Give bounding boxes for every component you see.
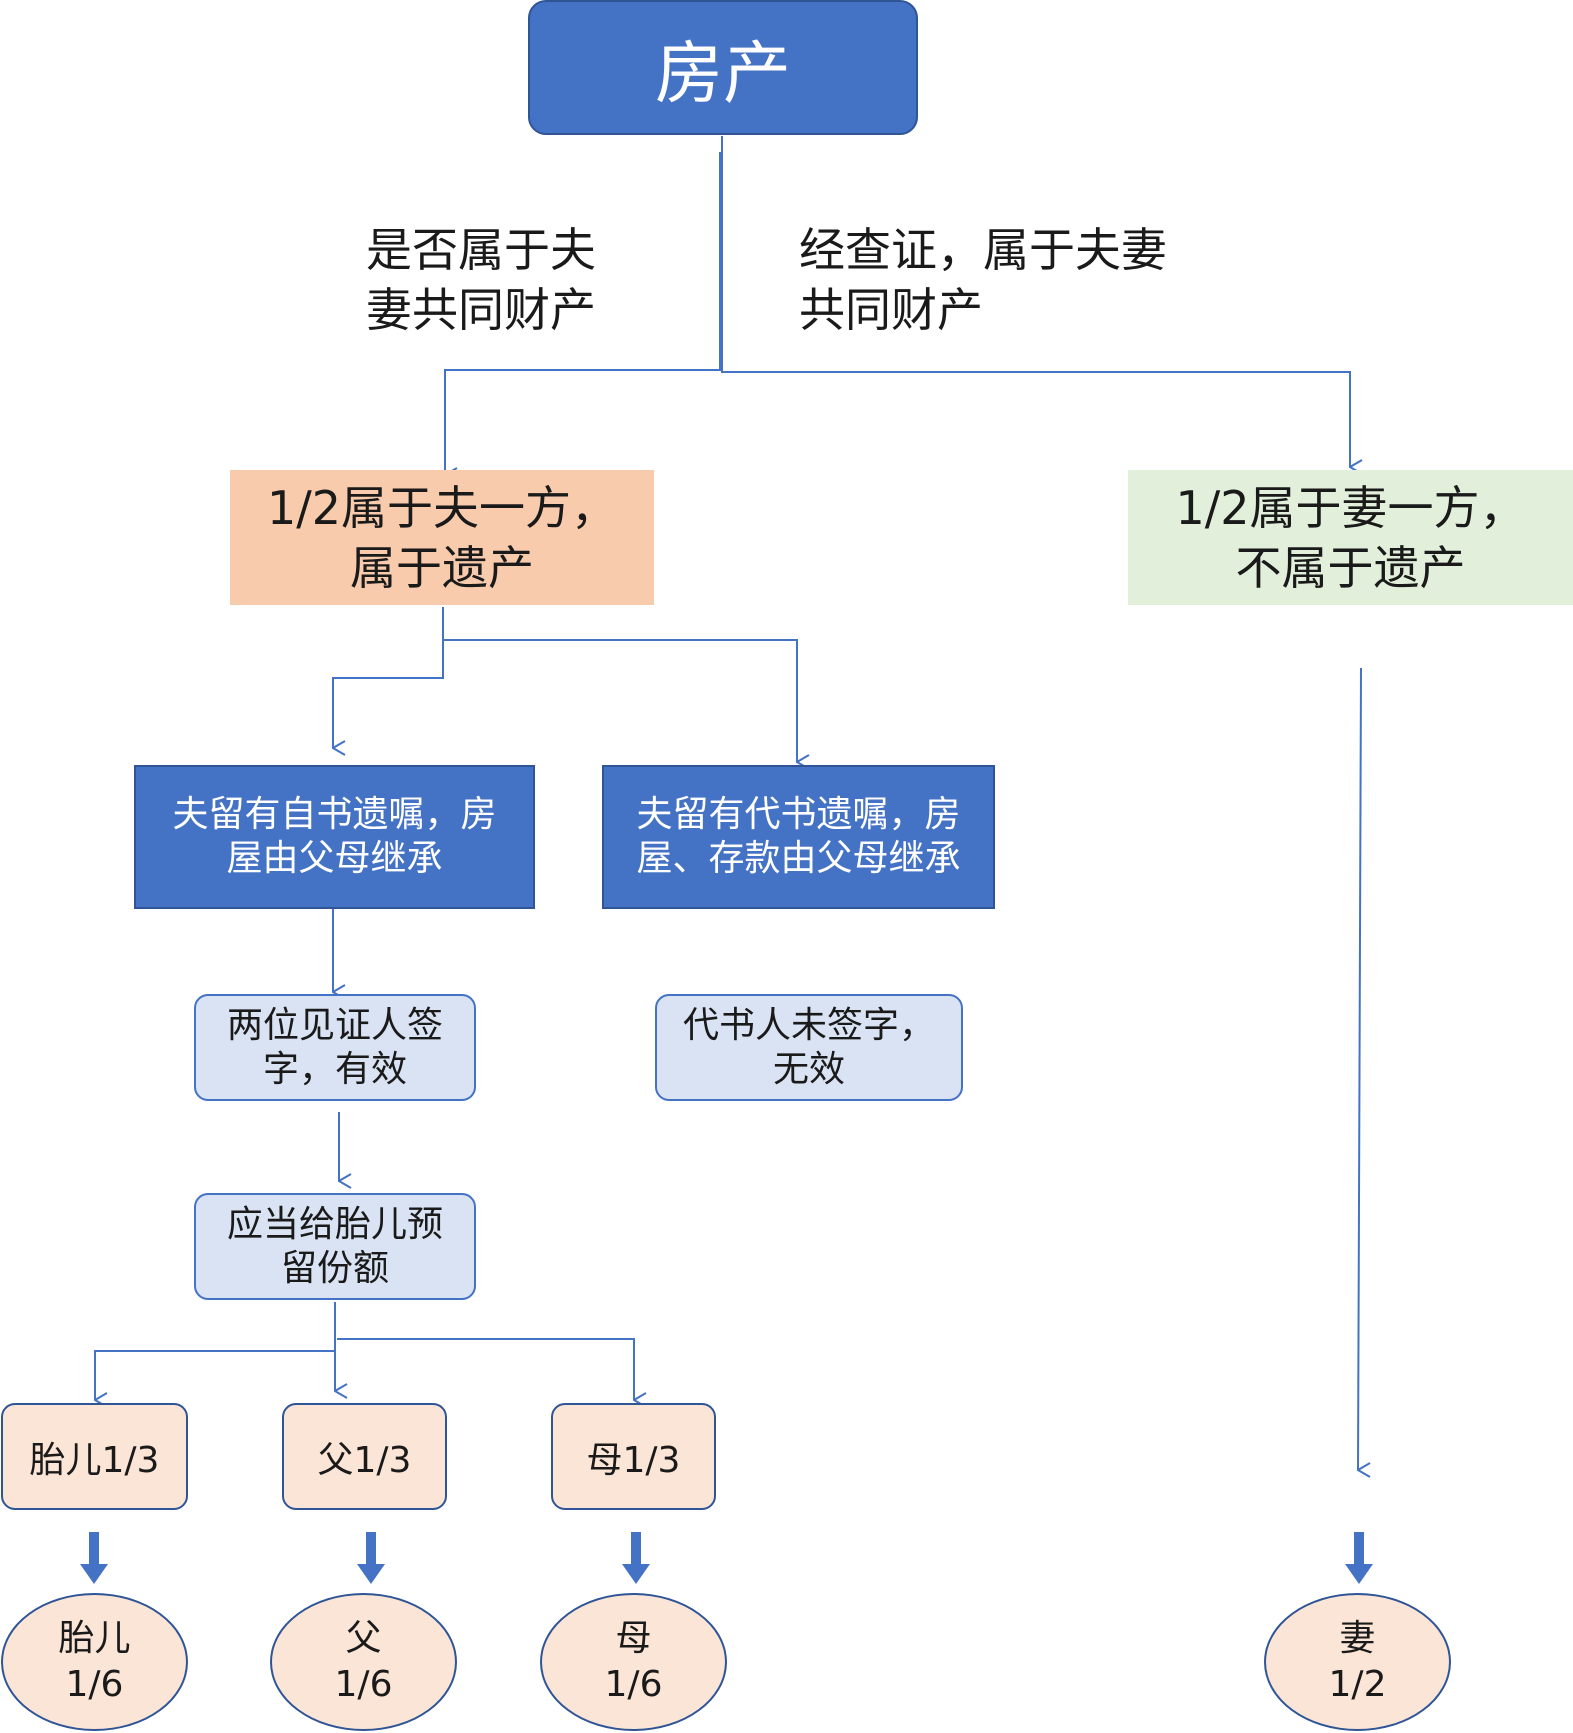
node-fetus-final: 胎儿 1/6: [1, 1593, 188, 1731]
edge-husband-half-to-self-will: [332, 607, 444, 748]
edge-reserve-to-mother-third: [337, 1338, 634, 1400]
node-husband-half: 1/2属于夫一方， 属于遗产: [230, 470, 654, 605]
node-fetus-third: 胎儿1/3: [1, 1403, 188, 1510]
node-self-written-will: 夫留有自书遗嘱，房 屋由父母继承: [134, 765, 535, 909]
block-arrow-fetus: [80, 1532, 108, 1584]
node-mother-third: 母1/3: [551, 1403, 716, 1510]
block-arrow-wife: [1345, 1532, 1373, 1584]
node-wife-final: 妻 1/2: [1264, 1593, 1451, 1731]
edge-root-to-husband-half: [444, 152, 721, 475]
node-proxy-written-will: 夫留有代书遗嘱，房 屋、存款由父母继承: [602, 765, 995, 909]
node-mother-final: 母 1/6: [540, 1593, 727, 1731]
edge-reserve-to-fetus-third: [94, 1302, 336, 1400]
node-wife-half: 1/2属于妻一方， 不属于遗产: [1128, 470, 1573, 605]
node-property-root: 房产: [528, 0, 918, 135]
edge-label-right-answer: 经查证，属于夫妻 共同财产: [799, 223, 1167, 337]
edge-root-to-wife-half: [721, 136, 1350, 467]
block-arrow-mother: [622, 1532, 650, 1584]
node-father-final: 父 1/6: [270, 1593, 457, 1731]
block-arrows: [80, 1532, 1373, 1584]
edge-label-left-question: 是否属于夫 妻共同财产: [366, 223, 596, 337]
edge-wife-half-to-wife-final: [1358, 667, 1361, 1470]
node-father-third: 父1/3: [282, 1403, 447, 1510]
node-proxy-unsigned: 代书人未签字， 无效: [655, 994, 963, 1101]
node-fetus-reserve: 应当给胎儿预 留份额: [194, 1193, 476, 1300]
node-two-witnesses: 两位见证人签 字，有效: [194, 994, 476, 1101]
edge-husband-half-to-proxy-will: [443, 639, 797, 762]
block-arrow-father: [357, 1532, 385, 1584]
